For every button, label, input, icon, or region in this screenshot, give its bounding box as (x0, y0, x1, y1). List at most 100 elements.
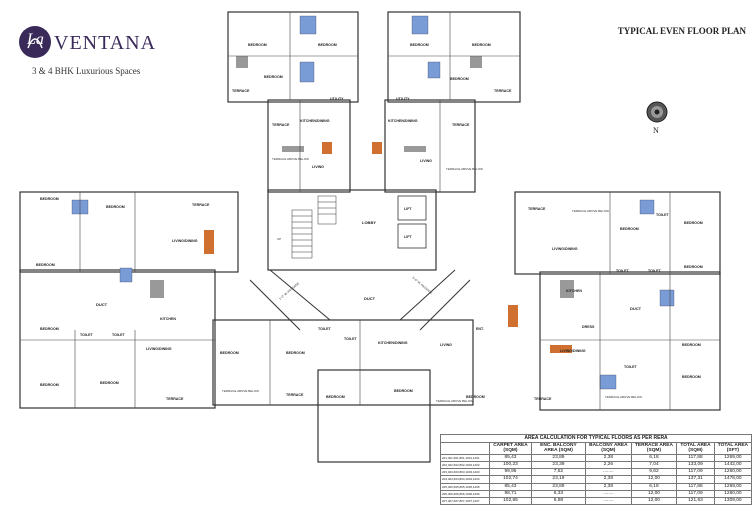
label-bedroom: BEDROOM (684, 265, 703, 269)
table-cell-total-sqm: 117,09 (676, 489, 715, 499)
label-terrace: TERRACE (452, 123, 470, 127)
logo-script-text: La (27, 31, 44, 48)
label-bedroom: BEDROOM (40, 327, 59, 331)
label-passage-right: 5'-0" W. PASSAGE (411, 276, 433, 295)
label-bedroom: BEDROOM (326, 395, 345, 399)
label-bedroom: BEDROOM (318, 43, 337, 47)
table-cell-balcony: ........ (584, 468, 632, 477)
label-terrace: TERRACE (528, 207, 546, 211)
area-table-header-total-sft: TOTAL AREA (SFT) (713, 442, 753, 455)
label-terrace-above: TERRACE ABOVE BELOW (436, 399, 473, 403)
lifts (397, 195, 427, 249)
label-terrace: TERRACE (166, 397, 184, 401)
label-kitchen: KITCHEN (566, 289, 582, 293)
table-cell-carpet: 102,74 (489, 475, 532, 484)
label-terrace: TERRACE (232, 89, 250, 93)
wardrobes (204, 142, 572, 353)
area-calculation-table: AREA CALCULATION FOR TYPICAL FLOORS AS P… (440, 434, 753, 506)
table-cell-total-sft: 1309,00 (713, 497, 753, 506)
label-bedroom: BEDROOM (450, 77, 469, 81)
table-cell-balcony: 2,38 (584, 475, 632, 484)
label-terrace: TERRACE (534, 397, 552, 401)
area-table-header-enc-balcony: ENC. BALCONY AREA (SQM) (530, 442, 586, 455)
label-living-dining: LIVING/DINING (552, 247, 578, 251)
table-cell-enc: 23,39 (530, 461, 586, 470)
label-utility: UTILITY (330, 97, 344, 101)
staircase (291, 195, 337, 259)
brand-logo: La VENTANA 3 & 4 BHK Luxurious Spaces (18, 22, 168, 77)
label-lift: LIFT (404, 207, 412, 211)
table-cell-terrace: 12,00 (630, 497, 678, 506)
label-terrace-above: TERRACE ABOVE BELOW (272, 157, 309, 161)
label-kitchen-dining: KITCHEN/DINING (388, 119, 418, 123)
label-bedroom: BEDROOM (394, 389, 413, 393)
table-cell-carpet: 85,43 (489, 482, 532, 491)
table-cell-unit: 204,404,604,804,1004,1204 (440, 475, 490, 484)
label-up: UP (277, 237, 281, 241)
table-cell-terrace: 6,18 (630, 453, 678, 463)
label-bedroom: BEDROOM (286, 351, 305, 355)
logo-word-text: VENTANA (54, 32, 157, 54)
logo-tagline: 3 & 4 BHK Luxurious Spaces (32, 66, 141, 76)
fixtures (150, 56, 574, 298)
table-cell-total-sqm: 117,88 (676, 453, 715, 463)
table-cell-enc: 23,19 (530, 475, 586, 484)
table-cell-unit: 203,403,603,803,1003,1203 (440, 468, 490, 477)
table-cell-terrace: 7,04 (630, 461, 678, 470)
label-toilet: TOILET (80, 333, 94, 337)
label-terrace-above: TERRACE ABOVE BELOW (605, 395, 642, 399)
label-utility: UTILITY (396, 97, 410, 101)
label-duct: DUCT (630, 306, 642, 311)
label-toilet: TOILET (656, 213, 670, 217)
table-cell-total-sqm: 117,88 (676, 482, 715, 491)
label-bedroom: BEDROOM (220, 351, 239, 355)
table-cell-balcony: ........ (584, 497, 632, 506)
table-cell-carpet: 98,71 (489, 489, 532, 499)
label-terrace-above: TERRACE ABOVE BELOW (446, 167, 483, 171)
table-cell-total-sft: 1269,00 (713, 453, 753, 463)
label-bedroom: BEDROOM (36, 263, 55, 267)
label-entrance: ENT. (476, 327, 484, 331)
label-terrace: TERRACE (494, 89, 512, 93)
table-cell-terrace: 9,62 (630, 468, 678, 477)
table-cell-terrace: 6,18 (630, 482, 678, 491)
table-cell-unit: 207,407,607,807,1007,1207 (440, 497, 490, 506)
compass-north-label: N (653, 126, 659, 135)
area-table-header-unit (440, 442, 490, 455)
label-living-dining: LIVING/DINING (146, 347, 172, 351)
label-bedroom: BEDROOM (40, 383, 59, 387)
label-bedroom: BEDROOM (472, 43, 491, 47)
table-cell-enc: 6,33 (530, 489, 586, 499)
label-bedroom: BEDROOM (682, 343, 701, 347)
label-terrace-above: TERRACE ABOVE BELOW (222, 389, 259, 393)
label-living-dining: LIVING/DINING (172, 239, 198, 243)
table-cell-balcony: 2,26 (584, 461, 632, 470)
label-toilet: TOILET (112, 333, 126, 337)
table-cell-total-sft: 1260,00 (713, 489, 753, 499)
table-cell-balcony: 2,38 (584, 453, 632, 463)
label-toilet: TOILET (318, 327, 332, 331)
passages (249, 269, 471, 331)
north-compass: N (645, 100, 669, 140)
label-passage-left: 1'-0" W. PASSAGE (278, 281, 300, 300)
label-living-dining: LIVING/DINING (560, 349, 586, 353)
table-cell-terrace: 12,00 (630, 475, 678, 484)
label-toilet: TOILET (648, 269, 662, 273)
table-cell-total-sqm: 137,31 (676, 475, 715, 484)
label-duct: DUCT (364, 296, 376, 301)
label-terrace: TERRACE (272, 123, 290, 127)
label-terrace: TERRACE (192, 203, 210, 207)
label-toilet: TOILET (616, 269, 630, 273)
label-living: LIVING (420, 159, 432, 163)
interior-walls (20, 12, 720, 410)
table-cell-enc: 23,89 (530, 482, 586, 491)
label-living: LIVING (312, 165, 324, 169)
table-cell-total-sft: 1442,00 (713, 461, 753, 470)
label-kitchen-dining: KITCHEN/DINING (300, 119, 330, 123)
table-cell-enc: 23,89 (530, 453, 586, 463)
table-cell-carpet: 102,65 (489, 497, 532, 506)
